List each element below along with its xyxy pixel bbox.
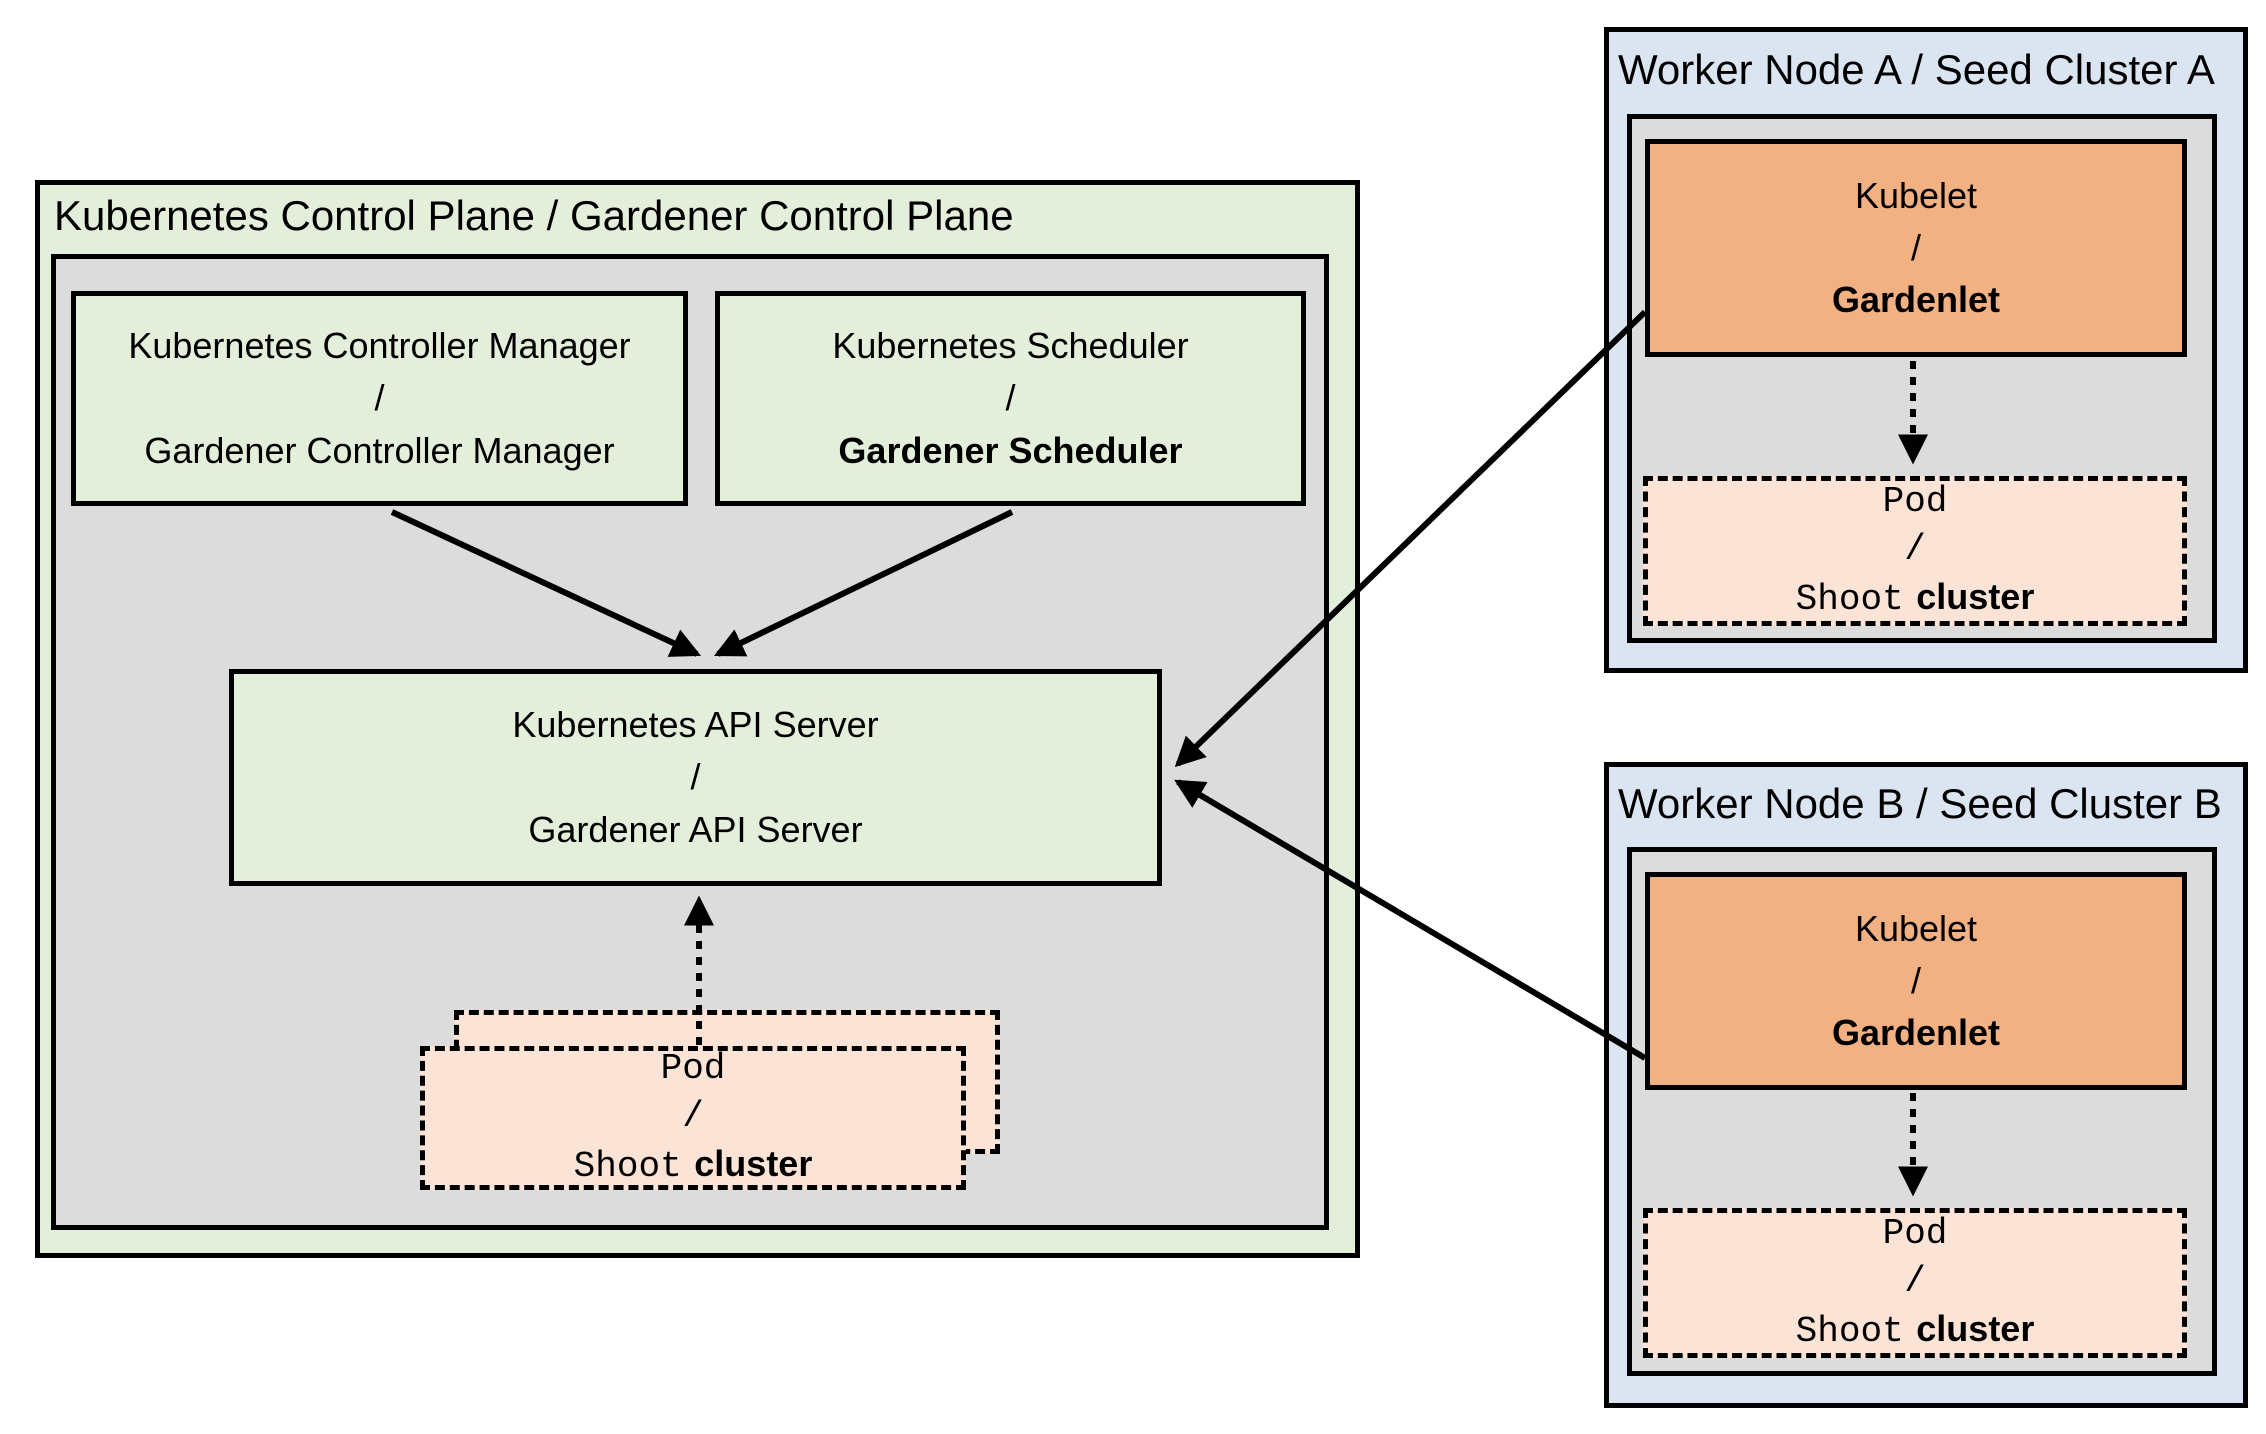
pod-b-shoot-code: Shoot [1795,1311,1904,1353]
kubelet-a-box: Kubelet / Gardenlet [1645,139,2187,357]
pod-a-shoot-code: Shoot [1795,579,1904,621]
pod-stack-cluster-text: cluster [694,1143,813,1185]
pod-b-box: Pod / Shoot cluster [1643,1208,2187,1358]
kubelet-a-bottom-label: Gardenlet [1831,279,2001,321]
pod-shoot-stack-front-box: Pod / Shoot cluster [420,1046,966,1190]
kubelet-b-bottom-label: Gardenlet [1831,1012,2001,1054]
pod-a-cluster-text: cluster [1916,576,2035,618]
controller-manager-box: Kubernetes Controller Manager / Gardener… [71,291,688,506]
pod-stack-separator: / [682,1095,704,1137]
pod-stack-shoot-code: Shoot [573,1146,682,1188]
kubelet-a-separator: / [1910,226,1921,268]
kubelet-b-box: Kubelet / Gardenlet [1645,872,2187,1090]
pod-b-cluster-text: cluster [1916,1308,2035,1350]
pod-stack-bottom-label: Shoot cluster [574,1140,813,1191]
scheduler-bottom-label: Gardener Scheduler [838,429,1183,471]
scheduler-separator: / [1005,377,1016,419]
scheduler-box: Kubernetes Scheduler / Gardener Schedule… [715,291,1306,506]
scheduler-top-label: Kubernetes Scheduler [832,325,1189,367]
pod-stack-top-label: Pod [660,1048,726,1090]
pod-b-bottom-label: Shoot cluster [1796,1305,2035,1356]
pod-b-top-label: Pod [1882,1213,1948,1255]
api-server-bottom-label: Gardener API Server [528,808,863,850]
worker-node-b-title: Worker Node B / Seed Cluster B [1618,780,2222,827]
controller-manager-bottom-label: Gardener Controller Manager [144,429,615,471]
control-plane-title: Kubernetes Control Plane / Gardener Cont… [54,192,1014,239]
api-server-box: Kubernetes API Server / Gardener API Ser… [229,669,1162,886]
kubelet-b-top-label: Kubelet [1854,907,1978,949]
pod-b-separator: / [1904,1260,1926,1302]
controller-manager-separator: / [374,377,385,419]
controller-manager-top-label: Kubernetes Controller Manager [128,325,631,367]
pod-a-bottom-label: Shoot cluster [1796,573,2035,624]
kubelet-b-separator: / [1910,959,1921,1001]
pod-a-separator: / [1904,528,1926,570]
api-server-separator: / [690,756,701,798]
worker-node-a-title: Worker Node A / Seed Cluster A [1618,46,2215,93]
api-server-top-label: Kubernetes API Server [512,704,879,746]
kubelet-a-top-label: Kubelet [1854,174,1978,216]
pod-a-box: Pod / Shoot cluster [1643,476,2187,626]
pod-a-top-label: Pod [1882,481,1948,523]
